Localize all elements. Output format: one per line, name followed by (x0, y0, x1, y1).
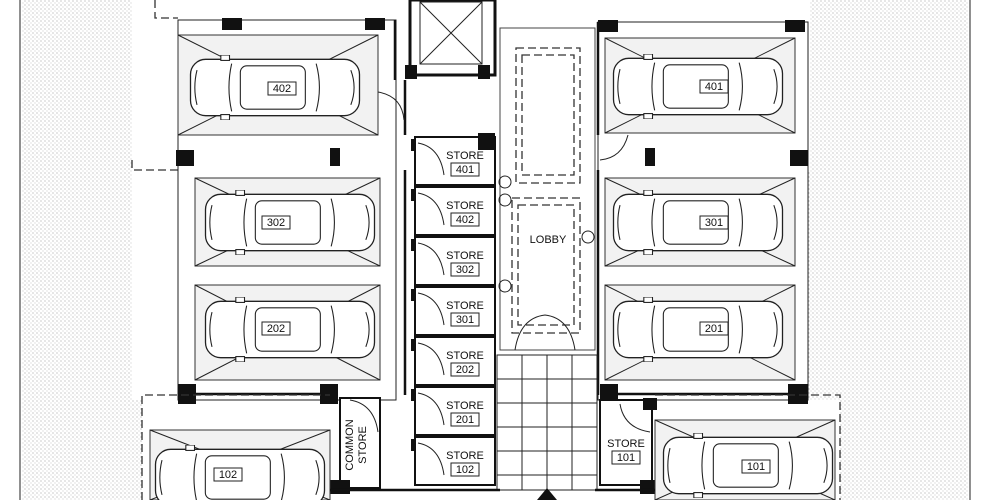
up-arrow-icon (537, 488, 557, 500)
store-101: STORE 101 (599, 398, 657, 494)
store-202: STORE 202 (411, 336, 496, 386)
parking-bay-102: 102 (141, 394, 331, 500)
site-hatch-right (808, 0, 968, 400)
store-label: STORE (607, 438, 645, 450)
store-label: STORE (446, 150, 484, 162)
common-store-label-line1: COMMON (344, 419, 356, 470)
store-number: 402 (456, 214, 474, 226)
parking-label: 401 (705, 81, 723, 93)
parking-label: 201 (705, 323, 723, 335)
store-302: STORE 302 (411, 236, 496, 286)
parking-label: 301 (705, 217, 723, 229)
common-store: COMMON STORE (330, 397, 381, 494)
parking-bay-402: 402 (177, 34, 379, 136)
parking-label: 202 (267, 323, 285, 335)
store-number: 301 (456, 314, 474, 326)
store-number: 102 (456, 464, 474, 476)
store-number: 101 (617, 452, 635, 464)
parking-label: 101 (747, 461, 765, 473)
parking-bay-101: 101 (654, 394, 841, 500)
store-201: STORE 201 (411, 386, 496, 436)
store-number: 202 (456, 364, 474, 376)
parking-label: 402 (273, 83, 291, 95)
store-402: STORE 402 (411, 186, 496, 236)
store-label: STORE (446, 200, 484, 212)
parking-bay-202: 202 (194, 284, 381, 381)
store-number: 201 (456, 414, 474, 426)
parking-bay-401: 401 (604, 37, 796, 134)
staircase (496, 354, 598, 500)
parking-label: 102 (219, 469, 237, 481)
lobby: LOBBY (498, 27, 596, 351)
store-number: 401 (456, 164, 474, 176)
parking-label: 302 (267, 217, 285, 229)
store-102: STORE 102 (411, 436, 496, 486)
store-label: STORE (446, 450, 484, 462)
common-store-label-line2: STORE (357, 426, 369, 464)
store-301: STORE 301 (411, 286, 496, 336)
parking-bay-302: 302 (194, 177, 381, 267)
store-label: STORE (446, 250, 484, 262)
parking-bay-201: 201 (604, 284, 796, 381)
store-number: 302 (456, 264, 474, 276)
lift-shaft (405, 0, 497, 79)
store-label: STORE (446, 400, 484, 412)
store-label: STORE (446, 350, 484, 362)
store-label: STORE (446, 300, 484, 312)
parking-bay-301: 301 (604, 177, 796, 267)
stores-column: STORE401STORE402STORE302STORE301STORE202… (411, 133, 496, 486)
lobby-label: LOBBY (530, 234, 567, 246)
site-hatch-left (22, 0, 132, 400)
